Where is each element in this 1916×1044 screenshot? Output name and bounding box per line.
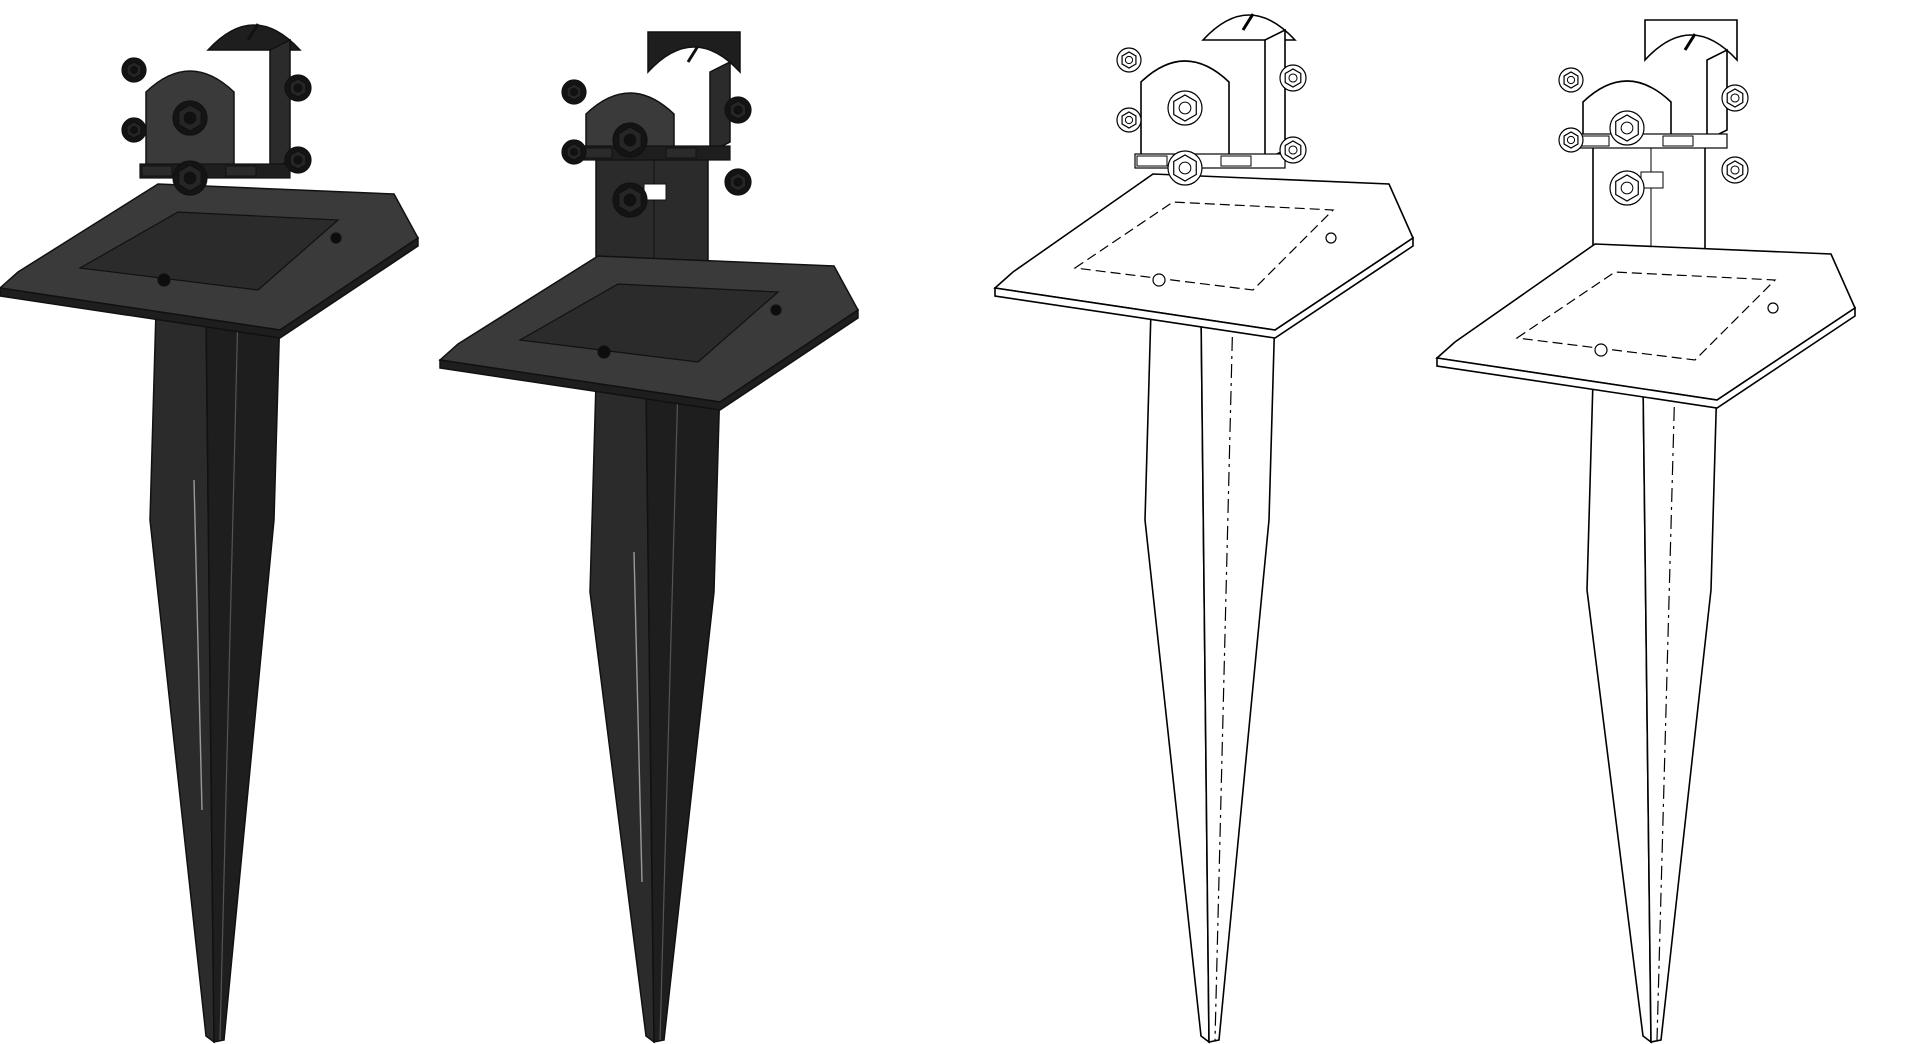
bolt-center: [129, 65, 139, 75]
bolt-center: [183, 171, 197, 185]
hex-bolt: [561, 79, 587, 105]
plate-screw-hole: [1325, 232, 1337, 244]
hex-bolt: [172, 100, 208, 136]
base-plate-boss: [1515, 271, 1777, 361]
plate-screw-hole: [770, 304, 782, 316]
hex-bolt: [1609, 110, 1645, 146]
bolt-center: [1288, 145, 1298, 155]
bolt-center: [623, 133, 637, 147]
bolt-center: [183, 111, 197, 125]
bolt-center: [733, 105, 743, 115]
bracket-side-plate: [269, 38, 291, 172]
base-plate-boss: [1073, 201, 1335, 291]
hex-bolt: [724, 96, 752, 124]
bolt-center: [1178, 161, 1192, 175]
bolt-center: [1124, 115, 1134, 125]
hex-bolt: [1279, 64, 1307, 92]
plate-screw-hole: [597, 345, 611, 359]
hex-bolt: [284, 74, 312, 102]
bracket-clip: [1220, 155, 1252, 167]
bolt-center: [129, 125, 139, 135]
ground-spike-line-flush: [993, 13, 1415, 1044]
spike-right-face: [205, 309, 281, 1043]
bracket-screw: [686, 45, 700, 63]
bolt-center: [1620, 181, 1634, 195]
base-plate-edge: [994, 236, 1414, 339]
spike-right-face: [1200, 309, 1276, 1043]
bracket-clip: [225, 165, 257, 177]
base-plate-edge: [0, 236, 419, 339]
hex-bolt: [1609, 170, 1645, 206]
bolt-center: [293, 83, 303, 93]
hex-bolt: [121, 117, 147, 143]
hex-bolt: [1167, 150, 1203, 186]
bolt-center: [733, 177, 743, 187]
bolt-center: [293, 155, 303, 165]
plate-screw-hole: [157, 273, 171, 287]
hex-bolt: [1558, 127, 1584, 153]
hex-bolt: [1279, 136, 1307, 164]
spike-center-crease: [659, 381, 679, 1041]
bracket-side-plate: [1706, 48, 1728, 142]
bolt-center: [569, 147, 579, 157]
hex-bolt: [1167, 90, 1203, 126]
plate-screw-hole: [1152, 273, 1166, 287]
hex-bolt: [1116, 107, 1142, 133]
spike-highlight: [193, 479, 203, 811]
spike-highlight: [633, 551, 643, 883]
bracket-screw: [1241, 13, 1255, 31]
bracket-clip: [665, 147, 697, 159]
hex-bolt: [1721, 156, 1749, 184]
spike-left-face: [1586, 379, 1652, 1044]
bracket-screw: [1683, 33, 1697, 51]
spike-left-face: [1144, 309, 1210, 1044]
spike-center-crease: [219, 309, 239, 1041]
bolt-center: [623, 193, 637, 207]
spike-left-face: [589, 381, 655, 1044]
hex-bolt: [121, 57, 147, 83]
bolt-center: [569, 87, 579, 97]
bracket-clip: [1136, 155, 1168, 167]
ground-spike-solid-raised: [438, 31, 859, 1044]
base-plate-edge: [1436, 306, 1856, 409]
bracket-clip: [1662, 135, 1694, 147]
plate-screw-hole: [330, 232, 342, 244]
bracket-clip: [141, 165, 173, 177]
plate-screw-hole: [1594, 343, 1608, 357]
hex-bolt: [1116, 47, 1142, 73]
hex-bolt: [172, 160, 208, 196]
hex-bolt: [1721, 84, 1749, 112]
ground-spike-solid-flush: [0, 23, 419, 1044]
bracket-side-plate: [709, 60, 731, 154]
spike-center-crease: [1214, 309, 1234, 1041]
bolt-center: [1566, 135, 1576, 145]
plate-screw-hole: [1767, 302, 1779, 314]
bolt-center: [1730, 165, 1740, 175]
bolt-center: [1730, 93, 1740, 103]
base-plate-boss: [78, 211, 340, 291]
spike-left-face: [149, 309, 215, 1044]
hex-bolt: [284, 146, 312, 174]
bolt-center: [1178, 101, 1192, 115]
spike-center-crease: [1656, 379, 1676, 1041]
hex-bolt: [612, 182, 648, 218]
ground-spike-line-raised: [1435, 19, 1857, 1044]
bracket-screw: [246, 23, 260, 41]
bolt-center: [1288, 73, 1298, 83]
base-plate-edge: [439, 308, 859, 411]
hex-bolt: [724, 168, 752, 196]
bracket-side-plate: [1264, 28, 1286, 162]
hex-bolt: [612, 122, 648, 158]
base-plate-boss: [518, 283, 780, 363]
bolt-center: [1566, 75, 1576, 85]
hex-bolt: [1558, 67, 1584, 93]
bolt-center: [1620, 121, 1634, 135]
hex-bolt: [561, 139, 587, 165]
spike-right-face: [645, 381, 721, 1043]
spike-right-face: [1642, 379, 1718, 1043]
bolt-center: [1124, 55, 1134, 65]
